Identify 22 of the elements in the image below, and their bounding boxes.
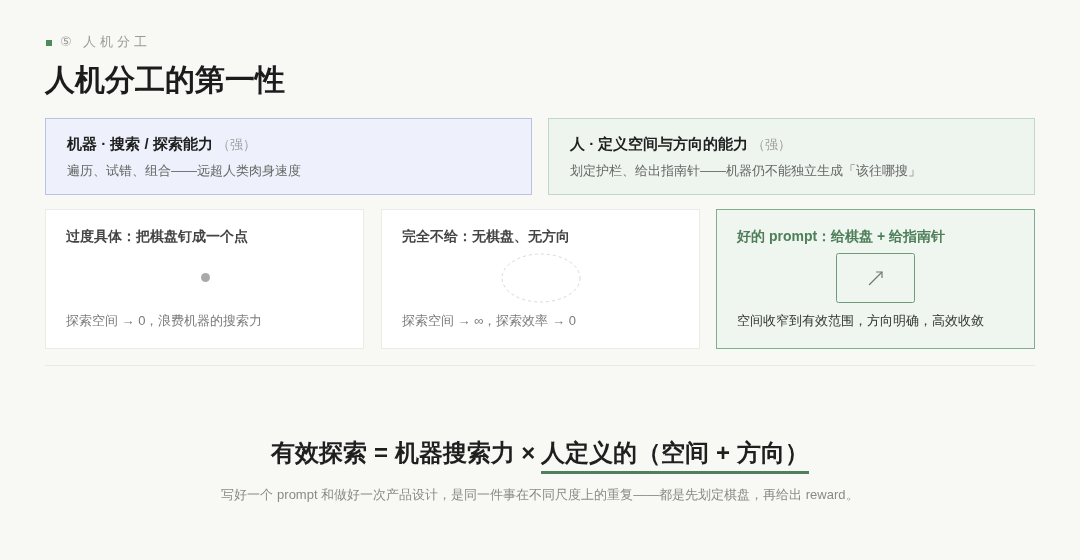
strength-tag: （强） xyxy=(216,137,256,152)
caption-note: 写好一个 prompt 和做好一次产品设计，是同一件事在不同尺度上的重复——都是先划定棋盘，再给出 reward。 xyxy=(220,487,860,504)
card-heading: 完全不给：无棋盘、无方向 xyxy=(402,228,570,246)
card-description: 划定护栏、给出指南针——机器仍不能独立生成「该往哪搜」 xyxy=(570,163,921,180)
underlined-formula-text: 人定义的（空间 + 方向） xyxy=(541,438,809,474)
card xyxy=(716,209,1035,349)
formula-text: 有效探索 = 机器搜索力 × xyxy=(271,438,536,468)
card-heading: 机器 · 搜索 / 探索能力 xyxy=(67,135,213,152)
card-note: 空间收窄到有效范围，方向明确，高效收敛 xyxy=(737,313,984,330)
card-heading: 人 · 定义空间与方向的能力 xyxy=(570,135,749,152)
card xyxy=(381,209,700,349)
card-heading: 过度具体：把棋盘钉成一个点 xyxy=(66,228,248,246)
card-note: 探索空间 → 0，浪费机器的搜索力 xyxy=(66,313,263,330)
card xyxy=(548,118,1035,195)
section-label: ⑤ 人机分工 xyxy=(60,34,152,51)
card-description: 遍历、试错、组合——远超人类肉身速度 xyxy=(67,163,301,180)
card xyxy=(45,209,364,349)
page-title: 人机分工的第一性 xyxy=(45,62,285,98)
card-note: 探索空间 → ∞，探索效率 → 0 xyxy=(402,313,576,330)
strength-tag: （强） xyxy=(752,137,792,152)
card-heading: 好的 prompt：给棋盘 + 给指南针 xyxy=(737,228,946,246)
card xyxy=(45,118,532,195)
